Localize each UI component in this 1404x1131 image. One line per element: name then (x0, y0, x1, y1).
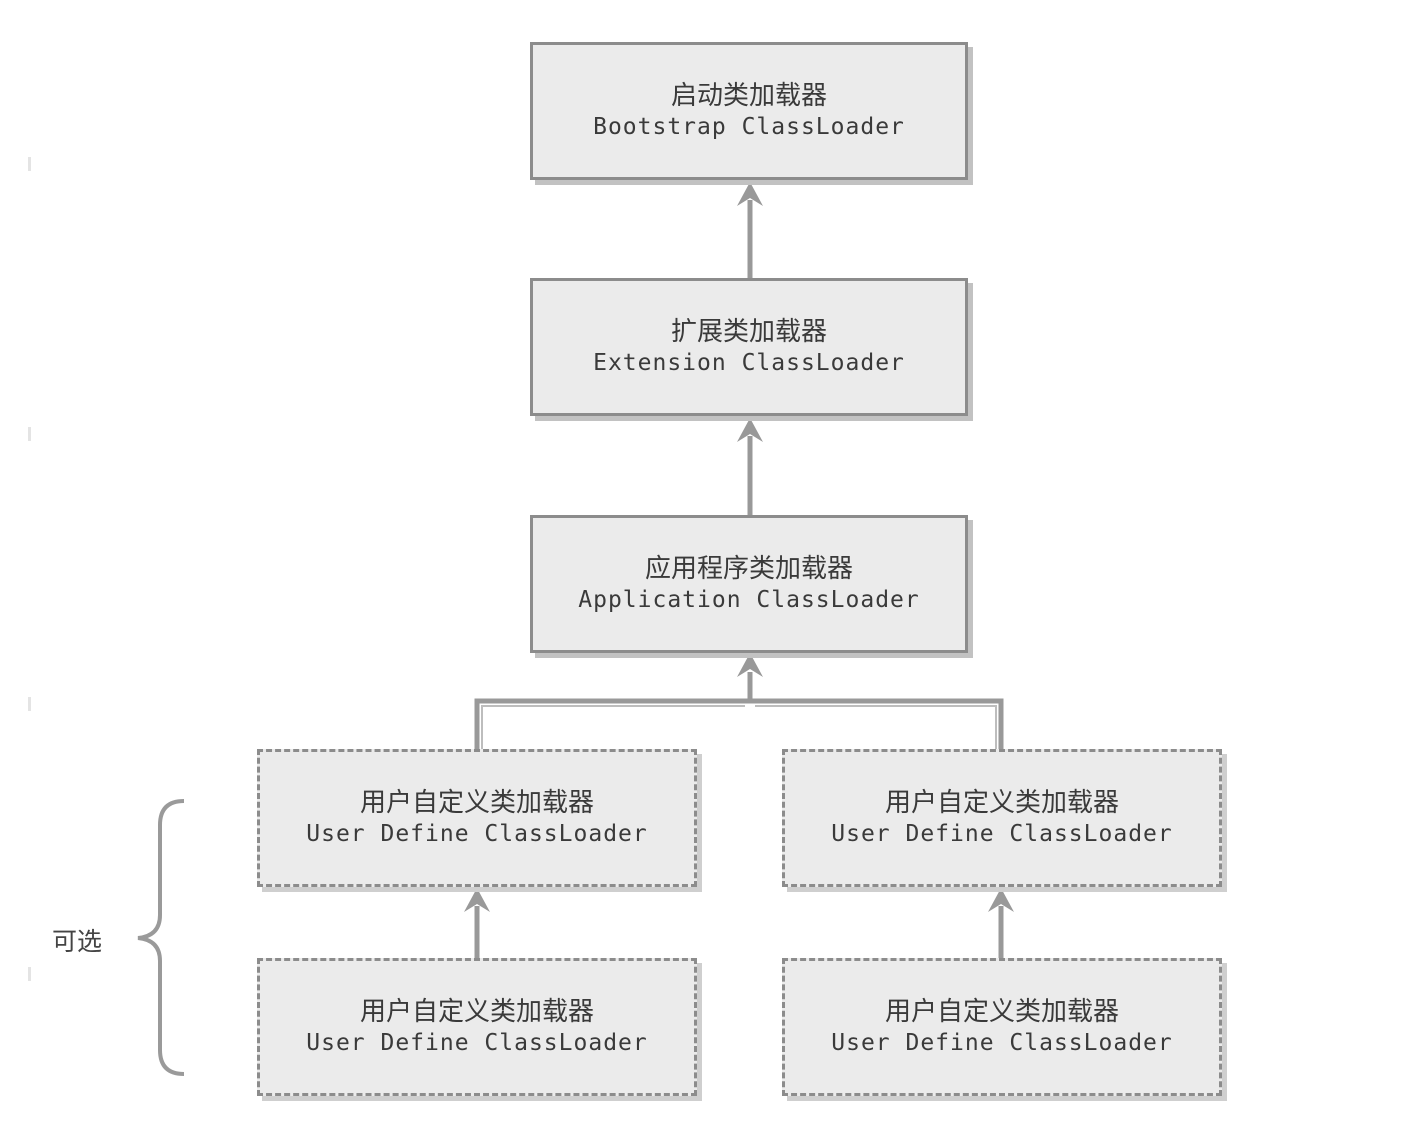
node-title-cn: 启动类加载器 (670, 81, 827, 111)
margin-mark (28, 967, 31, 981)
node-title-cn: 用户自定义类加载器 (359, 997, 594, 1027)
node-title-en: User Define ClassLoader (306, 821, 648, 847)
node-title-cn: 扩展类加载器 (670, 317, 827, 347)
arrowhead-extension (737, 418, 763, 442)
edge-user-left-top-to-application (474, 672, 753, 749)
node-application-classloader: 应用程序类加载器 Application ClassLoader (530, 515, 968, 653)
optional-brace (137, 799, 185, 1076)
margin-mark (28, 157, 31, 171)
node-title-en: User Define ClassLoader (306, 1030, 648, 1056)
node-title-cn: 用户自定义类加载器 (884, 788, 1119, 818)
node-user-define-classloader: 用户自定义类加载器 User Define ClassLoader (257, 749, 697, 887)
node-user-define-classloader: 用户自定义类加载器 User Define ClassLoader (782, 749, 1222, 887)
arrowhead-user-left-top (464, 888, 490, 912)
edge-user-right-top-to-application (750, 698, 1004, 749)
node-title-cn: 用户自定义类加载器 (884, 997, 1119, 1027)
arrowhead-application (737, 653, 763, 677)
node-title-en: User Define ClassLoader (831, 1030, 1173, 1056)
margin-mark (28, 427, 31, 441)
node-user-define-classloader: 用户自定义类加载器 User Define ClassLoader (257, 958, 697, 1096)
node-title-cn: 用户自定义类加载器 (359, 788, 594, 818)
node-user-define-classloader: 用户自定义类加载器 User Define ClassLoader (782, 958, 1222, 1096)
arrowhead-bootstrap (737, 182, 763, 206)
edge-bracket-inner-right (755, 705, 997, 749)
edge-bracket-inner (481, 705, 745, 749)
node-bootstrap-classloader: 启动类加载器 Bootstrap ClassLoader (530, 42, 968, 180)
node-title-en: Bootstrap ClassLoader (593, 114, 905, 140)
node-title-en: User Define ClassLoader (831, 821, 1173, 847)
margin-mark (28, 697, 31, 711)
node-extension-classloader: 扩展类加载器 Extension ClassLoader (530, 278, 968, 416)
arrowhead-user-right-top (988, 888, 1014, 912)
node-title-en: Application ClassLoader (578, 587, 920, 613)
node-title-en: Extension ClassLoader (593, 350, 905, 376)
node-title-cn: 应用程序类加载器 (644, 554, 853, 584)
optional-label: 可选 (52, 927, 103, 956)
